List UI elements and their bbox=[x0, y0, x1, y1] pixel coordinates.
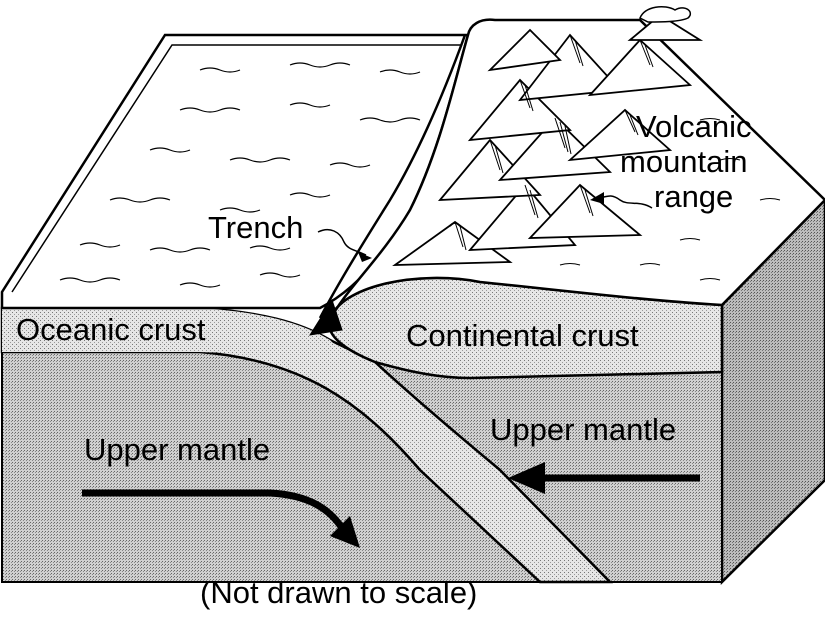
mantle-flow-arrowhead-left bbox=[330, 516, 360, 548]
trench-wall bbox=[318, 34, 467, 319]
land-texture bbox=[559, 118, 781, 281]
volcano-smoke bbox=[639, 5, 692, 23]
mantle-flow-arrowhead-right bbox=[508, 462, 545, 494]
label-oceanic-crust: Oceanic crust bbox=[16, 312, 206, 347]
label-upper-mantle-right: Upper mantle bbox=[490, 412, 676, 447]
volcanic-callout-arrowhead bbox=[590, 192, 604, 204]
mountain-shading bbox=[454, 34, 654, 251]
volcanic-callout-line bbox=[599, 195, 653, 209]
oceanic-crust-band bbox=[2, 308, 335, 353]
label-volcanic-line2: mountain bbox=[620, 144, 748, 179]
ocean-waves bbox=[59, 62, 421, 288]
caption-scale-note: (Not drawn to scale) bbox=[200, 575, 477, 610]
mantle-flow-arrow-left bbox=[82, 489, 345, 531]
label-continental-crust: Continental crust bbox=[406, 318, 639, 353]
label-volcanic-line1: Volcanic bbox=[636, 109, 751, 144]
ocean-rim bbox=[11, 44, 462, 293]
label-trench: Trench bbox=[208, 210, 303, 245]
volcanic-mountains bbox=[392, 13, 704, 266]
trench-callout-arrowhead bbox=[358, 252, 372, 262]
label-volcanic-line3: range bbox=[654, 179, 733, 214]
label-upper-mantle-left: Upper mantle bbox=[84, 432, 270, 467]
trench-callout-line bbox=[317, 228, 367, 256]
